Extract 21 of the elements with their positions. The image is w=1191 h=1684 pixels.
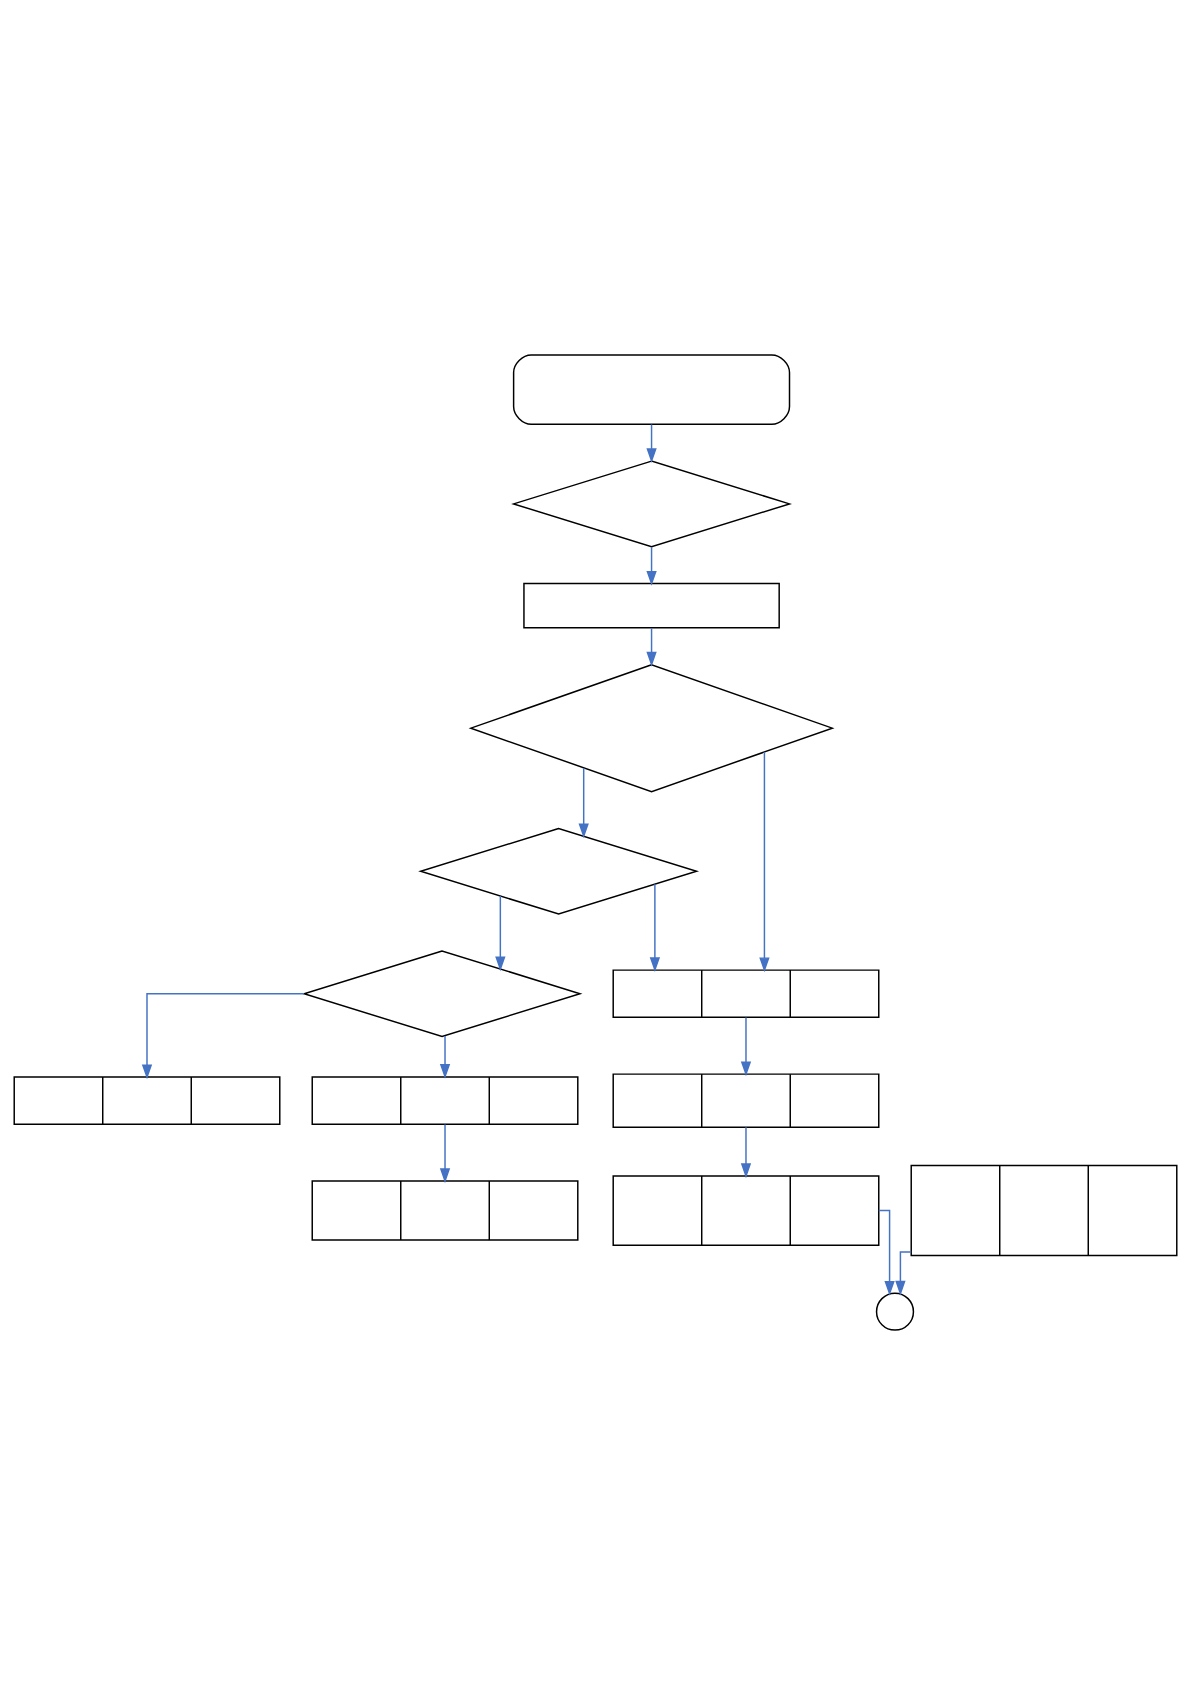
node-diamond bbox=[418, 827, 700, 915]
arrow bbox=[141, 992, 305, 1079]
arrow bbox=[439, 1123, 451, 1183]
node-diamond bbox=[301, 949, 583, 1037]
arrow bbox=[646, 545, 657, 586]
node-circle bbox=[875, 1292, 915, 1331]
arrow bbox=[740, 1126, 752, 1178]
arrow bbox=[646, 626, 657, 667]
arrow bbox=[895, 1250, 912, 1296]
node-box bbox=[523, 582, 780, 629]
arrow bbox=[495, 894, 506, 971]
arrow bbox=[646, 423, 657, 463]
node-diamond bbox=[468, 663, 835, 792]
arrow bbox=[740, 1016, 752, 1076]
node-terminal bbox=[512, 353, 791, 425]
node-diamond bbox=[511, 459, 792, 547]
arrow bbox=[439, 1034, 451, 1079]
arrow bbox=[649, 883, 661, 972]
arrow bbox=[578, 766, 589, 838]
arrow bbox=[759, 750, 770, 972]
arrow bbox=[878, 1209, 895, 1296]
